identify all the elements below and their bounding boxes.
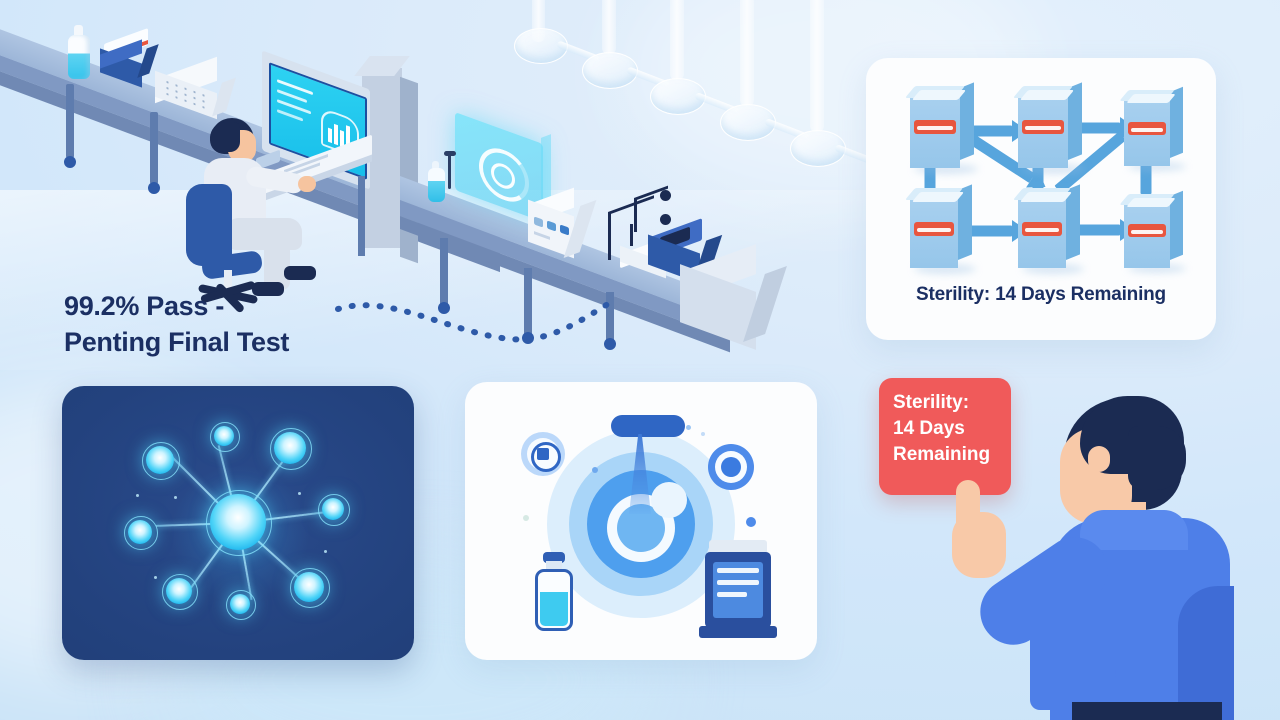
sticker-line2: 14 Days <box>893 418 965 439</box>
conveyor-leg <box>150 112 158 184</box>
document-icon <box>537 448 549 460</box>
accent-dot <box>686 425 691 430</box>
workflow-node[interactable] <box>1119 86 1186 171</box>
accent-dot <box>592 467 598 473</box>
conveyor-leg <box>524 268 532 336</box>
operator-chair <box>186 184 232 266</box>
network-hub-node[interactable] <box>210 494 266 550</box>
pass-rate-line1: 99.2% Pass - <box>64 291 225 321</box>
pass-rate-callout: 99.2% Pass - Penting Final Test <box>64 288 404 360</box>
network-node-ring <box>142 442 180 480</box>
scanner-head <box>611 415 685 437</box>
conveyor-leg <box>64 156 76 168</box>
node-label <box>1128 122 1166 135</box>
network-node[interactable] <box>274 432 306 464</box>
workflow-node[interactable] <box>1012 82 1086 174</box>
network-spark <box>174 496 177 499</box>
workflow-node[interactable] <box>1012 184 1084 274</box>
network-spark <box>154 576 157 579</box>
network-node[interactable] <box>146 446 174 474</box>
pointing-person <box>930 390 1280 720</box>
network-spark <box>136 494 139 497</box>
network-node[interactable] <box>294 572 324 602</box>
sterility-sticker[interactable]: Sterility: 14 Days Remaining <box>879 378 1011 495</box>
pharma-graphic <box>465 382 817 660</box>
network-node-ring <box>226 590 256 620</box>
conveyor-leg <box>604 338 616 350</box>
network-node[interactable] <box>230 594 250 614</box>
conveyor-leg <box>148 182 160 194</box>
pharma-analysis-card[interactable] <box>465 382 817 660</box>
network-node-ring <box>210 422 240 452</box>
network-node[interactable] <box>322 498 344 520</box>
conveyor-leg <box>438 302 450 314</box>
operator-shoe <box>252 282 284 296</box>
chair-post <box>224 270 232 296</box>
conveyor-leg <box>606 292 614 344</box>
sticker-line1: Sterility: <box>893 392 970 413</box>
sterility-card-label: Sterility: 14 Days Remaining <box>916 284 1166 305</box>
accent-dot <box>523 515 529 521</box>
network-hub-card[interactable] <box>62 386 414 660</box>
conveyor-leg <box>440 238 448 306</box>
network-node-ring <box>124 516 158 550</box>
workflow-node[interactable] <box>904 82 978 174</box>
network-node-ring <box>318 494 350 526</box>
workflow-diagram <box>866 58 1216 283</box>
person-ear <box>1088 446 1110 472</box>
conveyor-leg <box>66 84 74 158</box>
workflow-node[interactable] <box>1119 190 1186 273</box>
person-pointing-finger <box>956 480 980 538</box>
sterility-card-text: Sterility: 14 Days Remaining <box>866 284 1216 306</box>
server-workflow-card[interactable]: Sterility: 14 Days Remaining <box>866 58 1216 340</box>
network-node[interactable] <box>214 426 234 446</box>
person-shirt-shade <box>1178 586 1234 720</box>
network-node[interactable] <box>166 578 192 604</box>
production-line-scene <box>0 0 880 370</box>
person-pants <box>1072 702 1222 720</box>
pass-rate-line2: Penting Final Test <box>64 327 290 357</box>
network-graphic <box>62 386 414 660</box>
dotted-path <box>335 296 619 343</box>
operator-shoe <box>284 266 316 280</box>
network-hub-ring <box>206 490 272 556</box>
network-spark <box>324 550 327 553</box>
network-spark <box>298 492 301 495</box>
workflow-node[interactable] <box>904 184 976 274</box>
network-node-ring <box>270 428 312 470</box>
node-label <box>914 222 954 236</box>
network-node-ring <box>290 568 330 608</box>
scan-highlight <box>651 482 687 518</box>
operator-hand <box>298 176 316 192</box>
sticker-line3: Remaining <box>893 444 991 465</box>
operator-legs <box>264 230 290 290</box>
node-label <box>1022 222 1062 236</box>
network-node[interactable] <box>128 520 152 544</box>
node-label <box>1128 224 1166 237</box>
network-node-ring <box>162 574 198 610</box>
node-label <box>1022 120 1064 134</box>
accent-dot <box>701 432 705 436</box>
accent-dot <box>746 517 756 527</box>
node-label <box>914 120 956 134</box>
